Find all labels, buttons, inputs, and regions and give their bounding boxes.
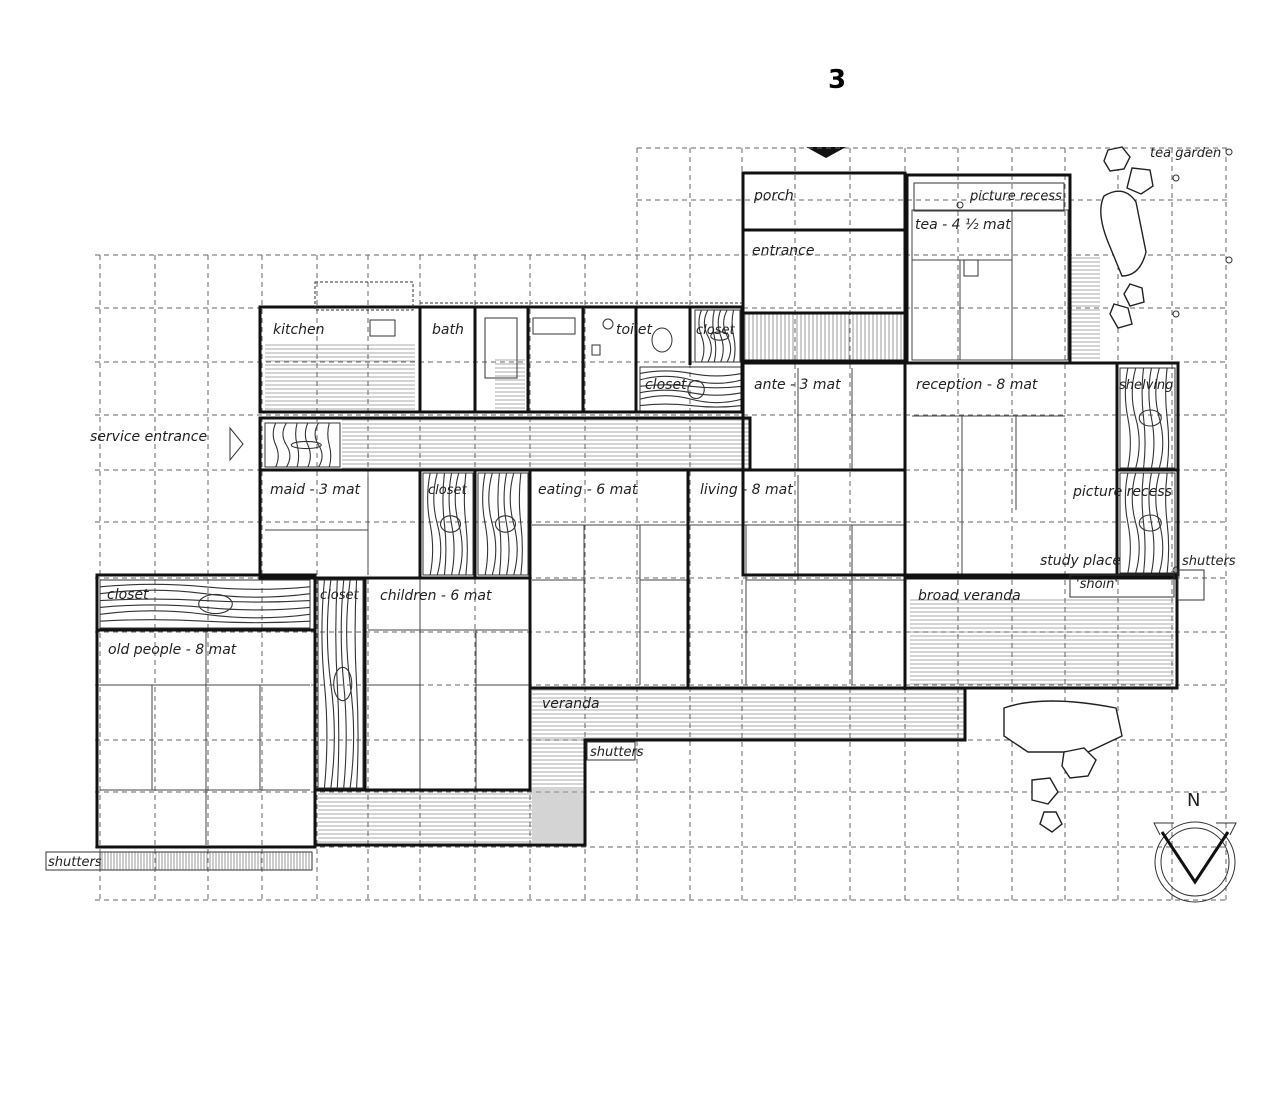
label-service-entrance: service entrance bbox=[90, 429, 207, 445]
label-maid: maid - 3 mat bbox=[270, 482, 361, 498]
label-study-place: study place bbox=[1040, 553, 1121, 569]
label-north: N bbox=[1187, 790, 1200, 811]
label-picture-recess-tea: picture recess bbox=[969, 189, 1062, 204]
label-closet-old: closet bbox=[107, 587, 149, 603]
label-ante: ante - 3 mat bbox=[754, 377, 841, 393]
label-closet-maid: closet bbox=[428, 483, 467, 498]
wood-closets bbox=[99, 309, 1176, 789]
label-eating: eating - 6 mat bbox=[538, 482, 638, 498]
label-children: children - 6 mat bbox=[380, 588, 492, 604]
service-entrance-arrow-icon bbox=[229, 426, 244, 462]
label-closet-children: closet bbox=[320, 588, 359, 603]
entry-arrow-icon bbox=[806, 147, 846, 158]
label-kitchen: kitchen bbox=[273, 322, 325, 338]
label-picture-recess-reception: picture recess bbox=[1072, 484, 1172, 500]
page-marker: 3 bbox=[828, 65, 846, 95]
label-broad-veranda: broad veranda bbox=[918, 588, 1021, 604]
tatami-mats bbox=[100, 209, 1069, 845]
label-shutters-south: shutters bbox=[590, 745, 644, 760]
label-reception: reception - 8 mat bbox=[916, 377, 1038, 393]
walls bbox=[45, 171, 1237, 903]
tea-garden-stones bbox=[956, 146, 1233, 833]
label-tea-garden: tea garden bbox=[1150, 146, 1221, 161]
label-closet-toilet: closet bbox=[696, 323, 735, 338]
slatted-decks bbox=[101, 257, 1174, 870]
label-entrance: entrance bbox=[752, 243, 815, 259]
label-shelving: shelving bbox=[1119, 378, 1173, 393]
label-shutters-west: shutters bbox=[48, 855, 102, 870]
label-old-people: old people - 8 mat bbox=[108, 642, 237, 658]
label-shutters-east: shutters bbox=[1182, 554, 1236, 569]
label-porch: porch bbox=[753, 188, 794, 204]
room-labels: tea garden porch picture recess tea - 4 … bbox=[48, 146, 1236, 870]
label-tea-room: tea - 4 ½ mat bbox=[915, 217, 1011, 233]
label-living: living - 8 mat bbox=[700, 482, 793, 498]
label-veranda: veranda bbox=[542, 696, 600, 712]
label-bath: bath bbox=[432, 322, 464, 338]
north-compass-icon bbox=[1154, 821, 1236, 903]
label-toilet: toilet bbox=[616, 322, 652, 338]
label-shoin: 'shoin' bbox=[1076, 577, 1118, 592]
label-closet-ante: closet bbox=[645, 377, 687, 393]
planning-grid bbox=[95, 147, 1228, 901]
